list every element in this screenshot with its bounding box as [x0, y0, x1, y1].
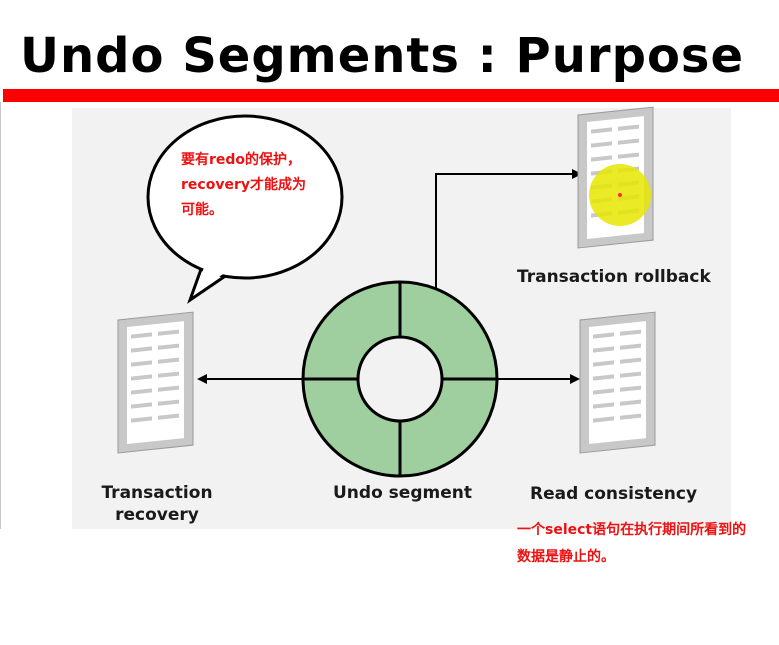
undo-segment-ring-icon: [301, 280, 499, 478]
page-title: Undo Segments : Purpose: [20, 28, 745, 84]
bubble-note-line2: recovery才能成为: [181, 177, 306, 193]
read-consistency-note: 一个select语句在执行期间所看到的 数据是静止的。: [517, 517, 746, 571]
bubble-note: 要有redo的保护， recovery才能成为 可能。: [181, 148, 306, 223]
connectors: [197, 169, 582, 384]
bubble-note-line1: 要有redo的保护，: [181, 152, 302, 168]
arrowhead-read-consistency: [570, 374, 580, 384]
left-divider: [0, 102, 1, 529]
label-transaction-rollback: Transaction rollback: [517, 267, 711, 287]
label-transaction-recovery-line2: recovery: [115, 505, 199, 525]
connector-to-rollback: [435, 173, 574, 298]
label-transaction-recovery: Transaction recovery: [96, 482, 218, 526]
arrowhead-rollback: [572, 169, 582, 179]
speech-bubble: [146, 114, 344, 304]
title-underline-bar: [3, 89, 779, 102]
read-consistency-note-line2: 数据是静止的。: [517, 549, 615, 565]
document-icon: [579, 311, 656, 454]
arrowhead-recovery: [197, 374, 207, 384]
bubble-note-line3: 可能。: [181, 202, 223, 218]
document-icon: [117, 311, 194, 454]
label-transaction-recovery-line1: Transaction: [101, 483, 213, 503]
highlight-marker-icon: [589, 164, 651, 226]
read-consistency-note-line1: 一个select语句在执行期间所看到的: [517, 522, 747, 538]
label-read-consistency: Read consistency: [530, 484, 698, 504]
label-undo-segment: Undo segment: [333, 483, 472, 503]
